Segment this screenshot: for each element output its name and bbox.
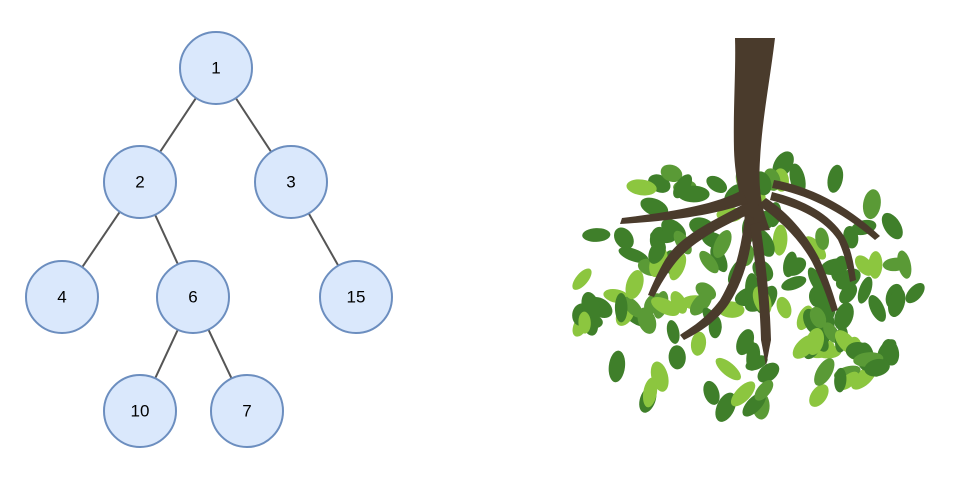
leaf (660, 164, 683, 183)
leaf (668, 345, 686, 370)
leaf (703, 380, 720, 405)
branch-mid-right (758, 198, 838, 312)
leaf (834, 302, 854, 330)
branch-mid-left (680, 215, 754, 340)
tree-edge (159, 97, 197, 153)
node-label: 10 (131, 402, 150, 421)
leaf (809, 384, 829, 407)
leaf (868, 295, 886, 322)
node-circle (103, 145, 177, 219)
leaf (809, 306, 827, 329)
leaf (815, 227, 829, 250)
tree-edges (81, 97, 340, 379)
leaf (781, 276, 807, 291)
leaf (648, 240, 666, 264)
leaf (736, 329, 755, 356)
leaf (666, 320, 680, 344)
leaf (814, 358, 835, 386)
leaf (713, 230, 732, 258)
node-label: 2 (135, 173, 144, 192)
leaf (757, 362, 780, 383)
leaf (785, 257, 807, 276)
tree-edge (81, 211, 121, 268)
leaf (827, 164, 844, 193)
tree-nodes: 1 2 3 4 6 15 10 7 (25, 31, 393, 448)
leaf (834, 367, 847, 393)
tree-node: 10 (103, 374, 177, 448)
branch-center (750, 222, 771, 366)
leaf (651, 297, 680, 316)
leaf (582, 228, 611, 242)
leaf (730, 381, 756, 407)
leaf (776, 296, 792, 319)
leaf (689, 291, 713, 316)
branch-right-lower (770, 192, 856, 282)
leaf (578, 311, 591, 334)
tree-illustration (572, 38, 925, 422)
leaf (868, 251, 883, 279)
leaf (614, 227, 634, 250)
leaf (772, 224, 788, 256)
leaf (623, 296, 643, 318)
tree-edge (207, 329, 233, 379)
leaf (640, 197, 669, 217)
tree-node: 1 (179, 31, 253, 105)
tree-trunk (733, 38, 775, 232)
branch-left-upper (620, 190, 748, 224)
leaf (715, 357, 741, 381)
tree-edge (154, 214, 179, 265)
leaf (608, 350, 626, 383)
leaf (642, 377, 658, 408)
leaf (618, 247, 649, 263)
node-circle (156, 260, 230, 334)
tree-node: 7 (210, 374, 284, 448)
leaf (881, 212, 903, 240)
leaf (673, 174, 693, 199)
node-label: 1 (211, 59, 220, 78)
tree-node: 2 (103, 145, 177, 219)
leaf (626, 179, 657, 196)
leaf (905, 283, 925, 304)
tree-edge (307, 212, 340, 267)
tree-node: 6 (156, 260, 230, 334)
leaf (881, 339, 900, 366)
leaf (792, 334, 817, 359)
node-label: 4 (57, 288, 66, 307)
node-label: 6 (188, 288, 197, 307)
leaf (804, 236, 827, 260)
branch-right-upper (772, 180, 880, 240)
tree-node: 3 (254, 145, 328, 219)
node-label: 3 (286, 173, 295, 192)
node-circle (319, 260, 393, 334)
node-circle (103, 374, 177, 448)
node-circle (254, 145, 328, 219)
leaf (699, 250, 719, 274)
node-label: 15 (347, 288, 366, 307)
leaf (897, 250, 912, 279)
leaf (614, 293, 628, 323)
leaf (690, 331, 707, 356)
leaf (625, 270, 644, 300)
leaf (820, 258, 850, 276)
branch-left-lower (648, 205, 750, 297)
node-circle (25, 260, 99, 334)
node-circle (210, 374, 284, 448)
binary-tree-diagram: 1 2 3 4 6 15 10 7 (25, 31, 393, 448)
leaf (715, 392, 737, 422)
tree-trunk-and-branches (620, 38, 880, 366)
leaf (862, 189, 881, 220)
leaf (706, 175, 728, 193)
tree-edge (154, 329, 179, 379)
leaf (572, 268, 592, 290)
leaf (754, 380, 774, 401)
leaf (864, 358, 890, 377)
tree-node: 15 (319, 260, 393, 334)
leaf (887, 288, 906, 318)
node-circle (179, 31, 253, 105)
tree-edge (234, 97, 273, 153)
leaf (857, 276, 873, 304)
node-label: 7 (242, 402, 251, 421)
tree-node: 4 (25, 260, 99, 334)
